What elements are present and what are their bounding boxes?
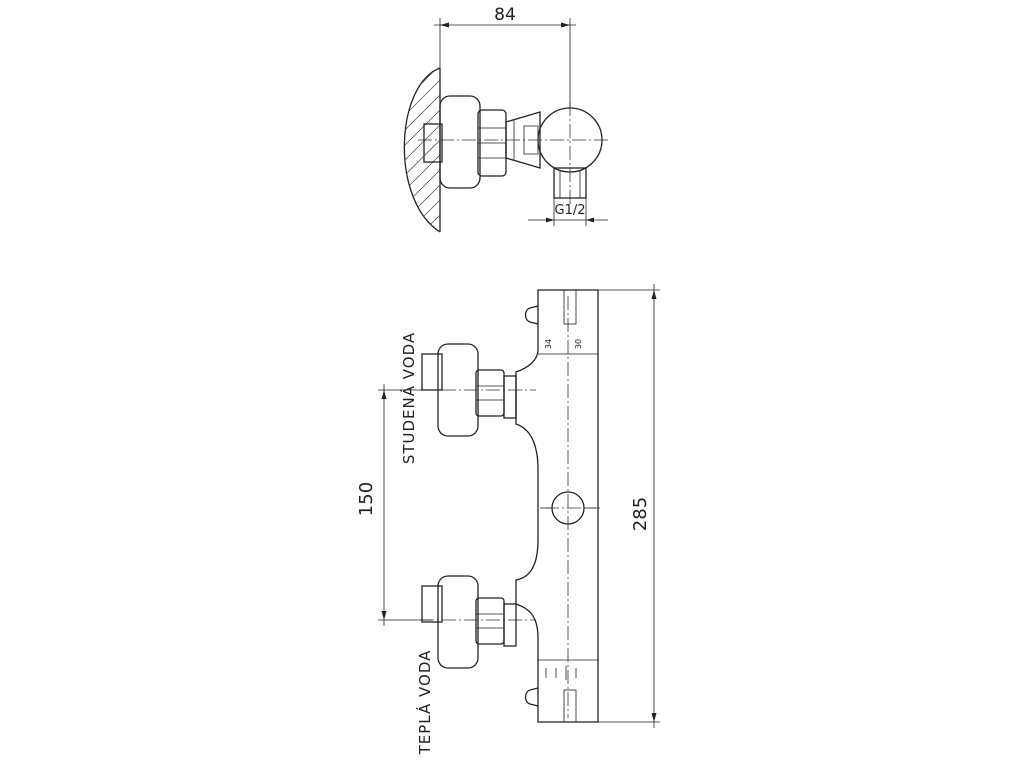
depth-dimension: 84: [494, 5, 516, 25]
front-view: 34 30 150: [356, 284, 660, 755]
scale-mark-left: 34: [544, 339, 553, 349]
inlet-spacing-dimension: 150: [356, 482, 377, 516]
thread-dimension: G1/2: [555, 203, 586, 218]
wall-hatch: [403, 67, 441, 233]
scale-mark-right: 30: [574, 339, 583, 349]
side-view: 84 G1/2: [403, 5, 610, 233]
hot-water-label: TEPLÁ VODA: [415, 650, 434, 756]
overall-height-dimension: 285: [630, 497, 651, 531]
cold-water-label: STUDENÁ VODA: [399, 332, 418, 464]
